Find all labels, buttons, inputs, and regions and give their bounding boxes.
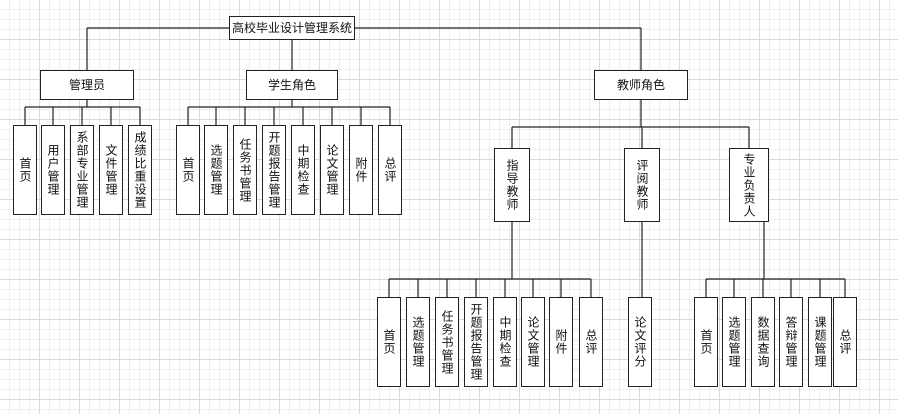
guide-item-label: 开题报告管理 xyxy=(469,303,483,381)
guide-item-label: 任务书管理 xyxy=(440,309,454,375)
admin-item-label: 文件管理 xyxy=(104,144,118,196)
head-item-5: 课题管理 xyxy=(808,297,832,387)
head-item-label: 选题管理 xyxy=(727,316,741,368)
guide-item-label: 附件 xyxy=(554,329,568,355)
admin-item-2: 用户管理 xyxy=(41,125,65,215)
student-item-label: 任务书管理 xyxy=(238,137,252,203)
node-major-head-label: 专业负责人 xyxy=(742,152,756,218)
head-item-4: 答辩管理 xyxy=(779,297,803,387)
admin-item-label: 系部专业管理 xyxy=(75,131,89,209)
student-item-5: 中期检查 xyxy=(291,125,315,215)
guide-item-2: 选题管理 xyxy=(406,297,430,387)
admin-item-label: 用户管理 xyxy=(46,144,60,196)
node-student: 学生角色 xyxy=(246,70,338,100)
head-item-label: 总评 xyxy=(838,329,852,355)
guide-item-4: 开题报告管理 xyxy=(464,297,488,387)
node-admin: 管理员 xyxy=(40,70,134,100)
head-item-label: 课题管理 xyxy=(813,316,827,368)
admin-item-4: 文件管理 xyxy=(99,125,123,215)
student-item-3: 任务书管理 xyxy=(233,125,257,215)
student-item-label: 首页 xyxy=(181,157,195,183)
student-item-2: 选题管理 xyxy=(204,125,228,215)
admin-item-label: 成绩比重设置 xyxy=(133,131,147,209)
student-item-label: 开题报告管理 xyxy=(267,131,281,209)
guide-item-label: 首页 xyxy=(382,329,396,355)
admin-item-3: 系部专业管理 xyxy=(70,125,94,215)
guide-item-1: 首页 xyxy=(377,297,401,387)
node-guide-teacher-label: 指导教师 xyxy=(505,159,519,211)
admin-item-label: 首页 xyxy=(18,157,32,183)
head-item-3: 数据查询 xyxy=(751,297,775,387)
guide-item-6: 论文管理 xyxy=(521,297,545,387)
review-item-label: 论文评分 xyxy=(633,316,647,368)
head-item-2: 选题管理 xyxy=(722,297,746,387)
guide-item-label: 中期检查 xyxy=(498,316,512,368)
student-item-7: 附件 xyxy=(349,125,373,215)
node-guide-teacher: 指导教师 xyxy=(494,148,530,222)
student-item-label: 总评 xyxy=(383,157,397,183)
admin-item-5: 成绩比重设置 xyxy=(128,125,152,215)
head-item-label: 答辩管理 xyxy=(784,316,798,368)
node-teacher: 教师角色 xyxy=(594,70,688,100)
guide-item-3: 任务书管理 xyxy=(435,297,459,387)
student-item-label: 中期检查 xyxy=(296,144,310,196)
admin-item-1: 首页 xyxy=(13,125,37,215)
head-item-label: 数据查询 xyxy=(756,316,770,368)
guide-item-label: 选题管理 xyxy=(411,316,425,368)
node-student-label: 学生角色 xyxy=(267,78,316,92)
student-item-4: 开题报告管理 xyxy=(262,125,286,215)
guide-item-7: 附件 xyxy=(549,297,573,387)
head-item-label: 首页 xyxy=(699,329,713,355)
student-item-label: 附件 xyxy=(354,157,368,183)
head-item-6: 总评 xyxy=(833,297,857,387)
node-root-label: 高校毕业设计管理系统 xyxy=(231,21,352,35)
guide-item-label: 总评 xyxy=(584,329,598,355)
review-item-1: 论文评分 xyxy=(628,297,652,387)
head-item-1: 首页 xyxy=(694,297,718,387)
guide-item-5: 中期检查 xyxy=(493,297,517,387)
node-review-teacher-label: 评阅教师 xyxy=(635,159,649,211)
student-item-8: 总评 xyxy=(378,125,402,215)
student-item-label: 论文管理 xyxy=(325,144,339,196)
node-major-head: 专业负责人 xyxy=(729,148,769,222)
node-root: 高校毕业设计管理系统 xyxy=(229,16,355,40)
node-teacher-label: 教师角色 xyxy=(616,78,665,92)
guide-item-label: 论文管理 xyxy=(526,316,540,368)
node-admin-label: 管理员 xyxy=(68,78,105,92)
student-item-1: 首页 xyxy=(176,125,200,215)
student-item-label: 选题管理 xyxy=(209,144,223,196)
node-review-teacher: 评阅教师 xyxy=(624,148,660,222)
student-item-6: 论文管理 xyxy=(320,125,344,215)
guide-item-8: 总评 xyxy=(579,297,603,387)
